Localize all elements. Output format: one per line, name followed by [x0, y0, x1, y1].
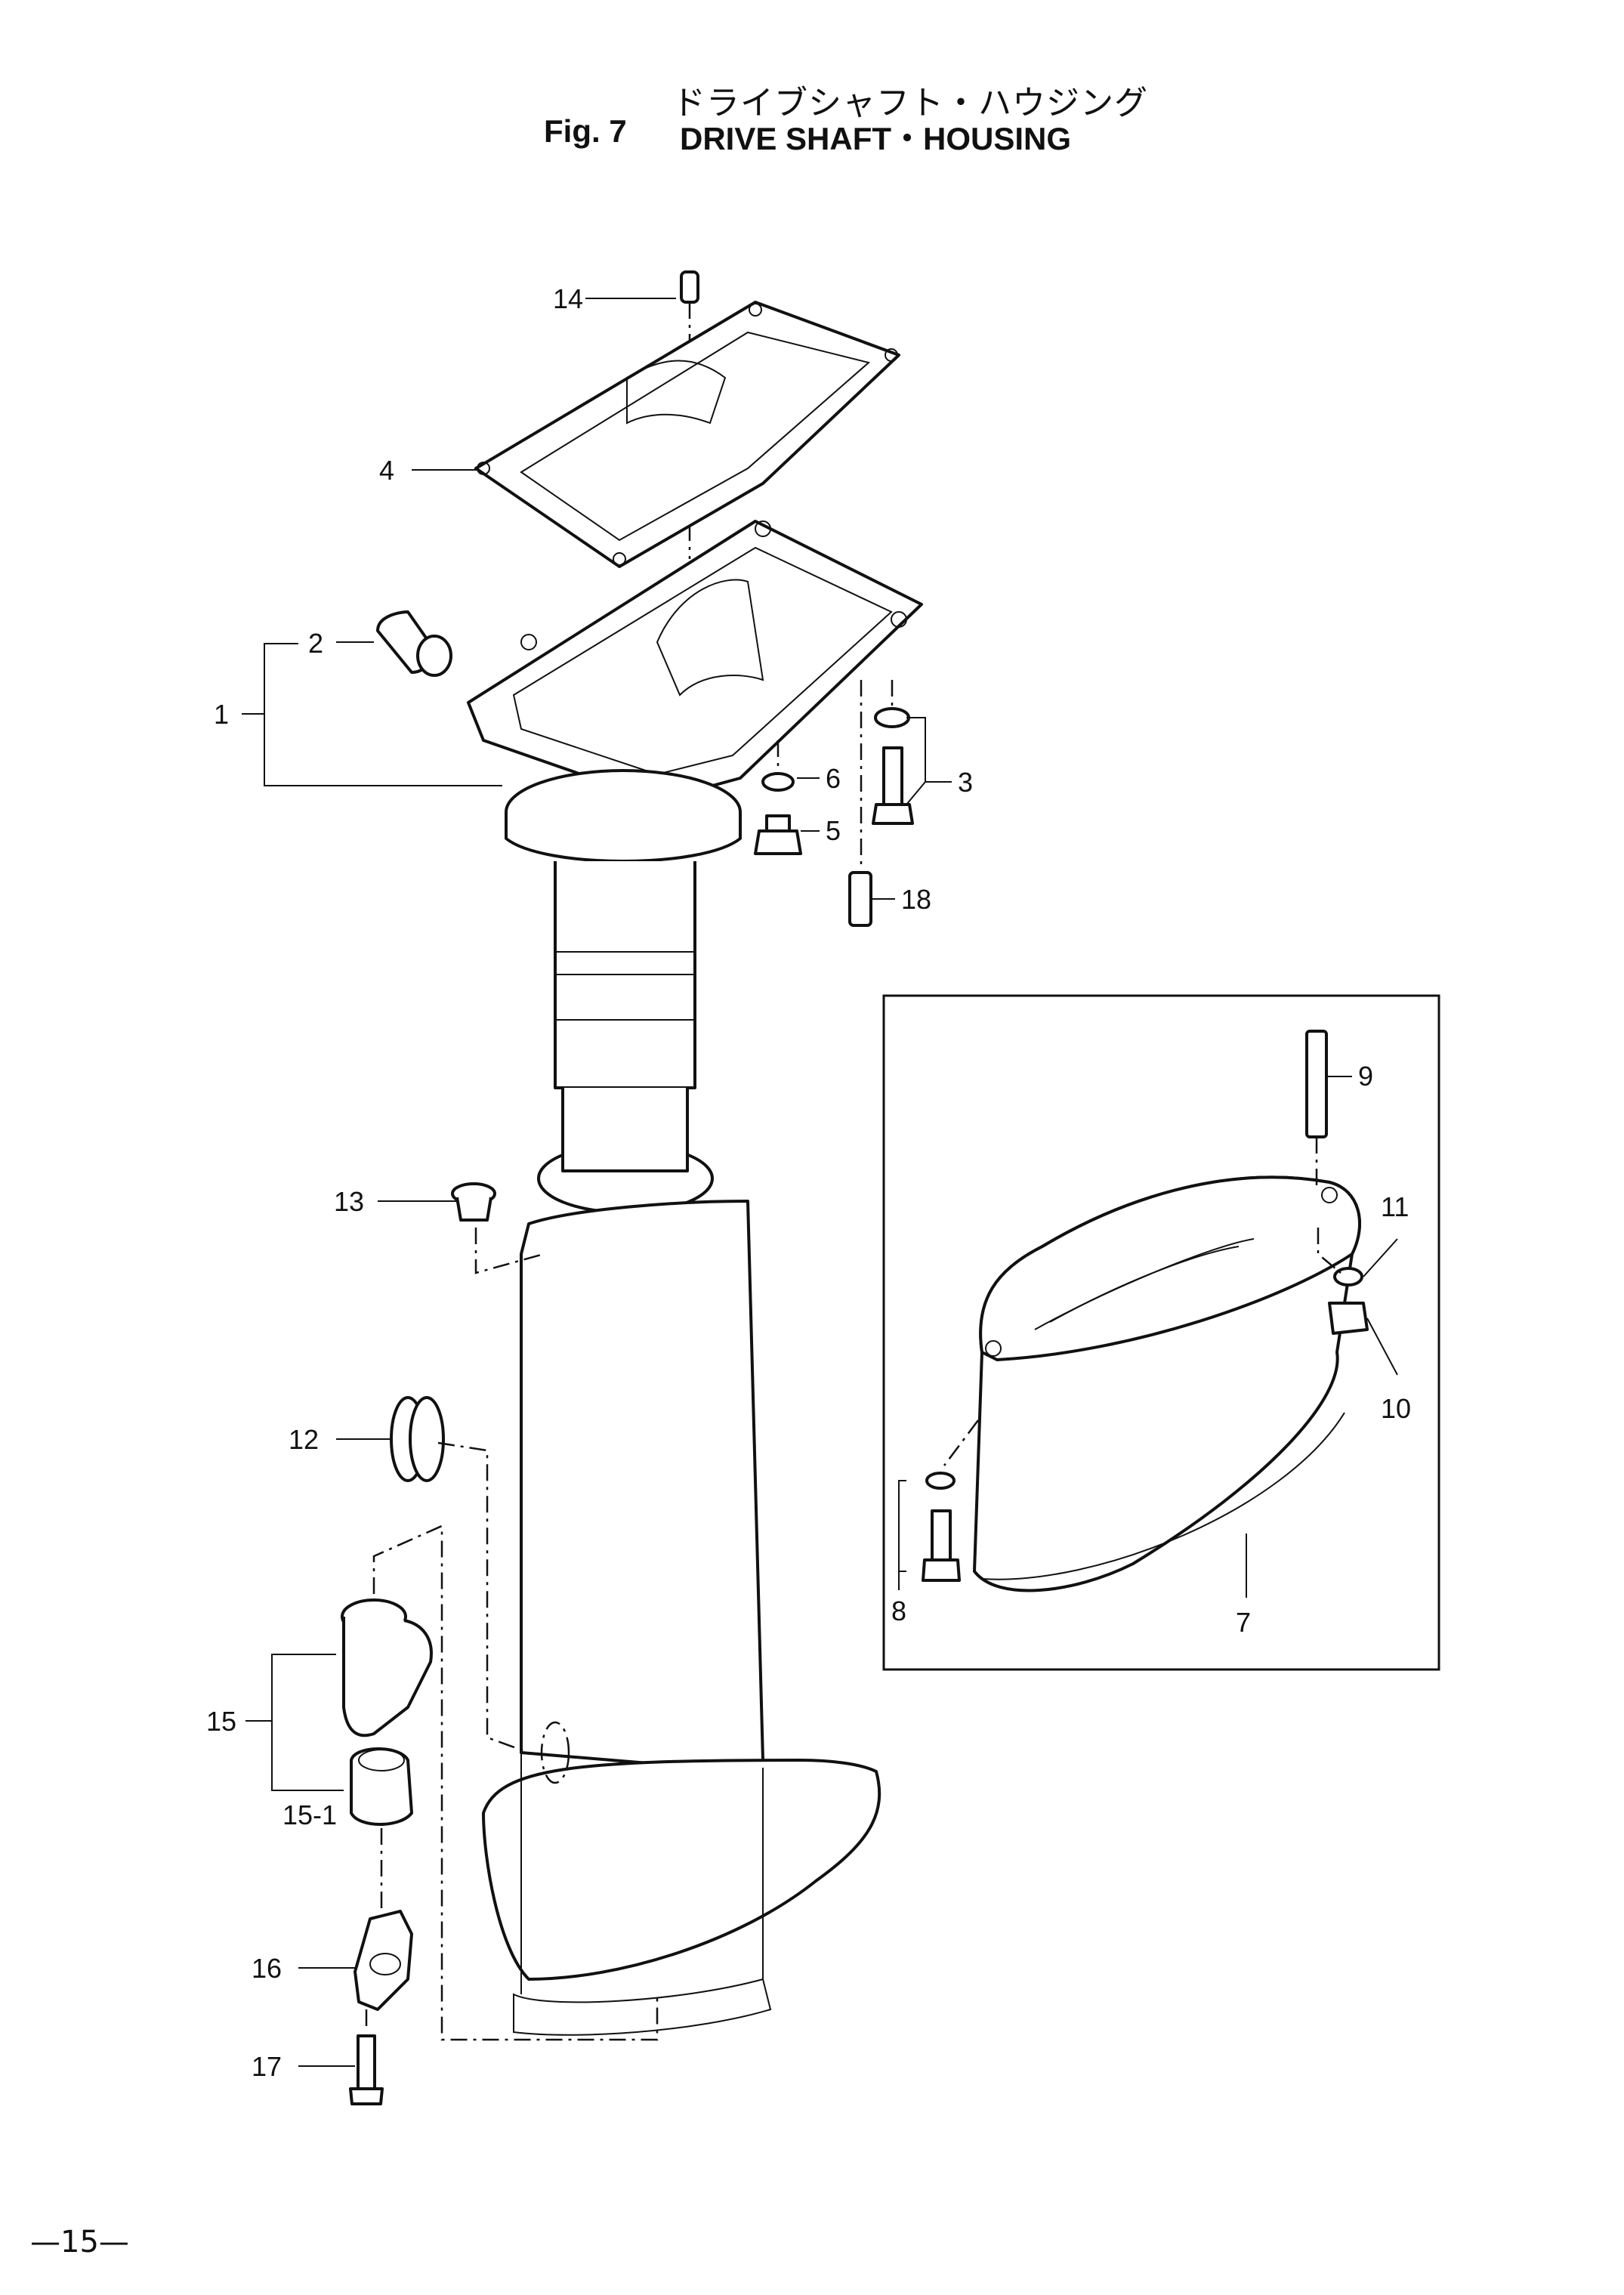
callout-15: 15 — [206, 1706, 236, 1737]
callout-labels: 14 4 2 1 6 3 5 18 9 13 11 10 12 8 7 15 1… — [206, 283, 1411, 2082]
callout-16: 16 — [252, 1953, 282, 1984]
part-16-bracket — [354, 1828, 413, 2011]
callout-5: 5 — [826, 815, 841, 846]
callout-12: 12 — [289, 1424, 319, 1455]
part-6-washer — [761, 740, 795, 792]
callout-18: 18 — [901, 884, 931, 915]
page-number: —15— — [30, 2225, 129, 2259]
part-4-gasket — [474, 301, 900, 568]
part-8-bolt — [922, 1419, 979, 1582]
part-11-washer — [1317, 1228, 1363, 1286]
part-9-stud — [1305, 1030, 1328, 1186]
part-12-grommet — [390, 1396, 529, 1754]
title-english: DRIVE SHAFT・HOUSING — [680, 121, 1072, 156]
part-18-pin — [848, 680, 872, 927]
leader-lines — [242, 298, 1398, 2067]
callout-4: 4 — [379, 455, 394, 486]
part-17-screw — [349, 2009, 384, 2105]
callout-10: 10 — [1381, 1393, 1411, 1424]
part-7-lower-pan — [973, 1175, 1361, 1592]
callout-7: 7 — [1236, 1607, 1251, 1638]
inset-box — [882, 994, 1440, 1671]
callout-3: 3 — [958, 767, 973, 798]
part-5-nut — [754, 814, 802, 855]
figure-label: Fig. 7 — [544, 113, 627, 149]
callout-17: 17 — [252, 2051, 282, 2082]
callout-9: 9 — [1358, 1061, 1373, 1092]
part-15-clamp — [341, 1524, 659, 2041]
callout-11: 11 — [1381, 1191, 1409, 1222]
part-1-drive-shaft-housing — [467, 520, 923, 2036]
part-2-rubber-mount — [376, 610, 452, 677]
title-japanese: ドライブシャフト・ハウジング — [672, 84, 1148, 122]
callout-2: 2 — [308, 628, 323, 659]
part-3-bolt-washer — [872, 680, 914, 825]
part-10-nut — [1328, 1302, 1369, 1335]
part-13-plug — [451, 1182, 545, 1274]
callout-15-1: 15-1 — [283, 1799, 337, 1830]
callout-8: 8 — [891, 1595, 906, 1626]
callout-6: 6 — [826, 763, 841, 794]
callout-14: 14 — [553, 283, 583, 314]
callout-13: 13 — [334, 1186, 364, 1217]
callout-1: 1 — [214, 699, 229, 730]
part-15-1-nut — [350, 1747, 413, 1826]
